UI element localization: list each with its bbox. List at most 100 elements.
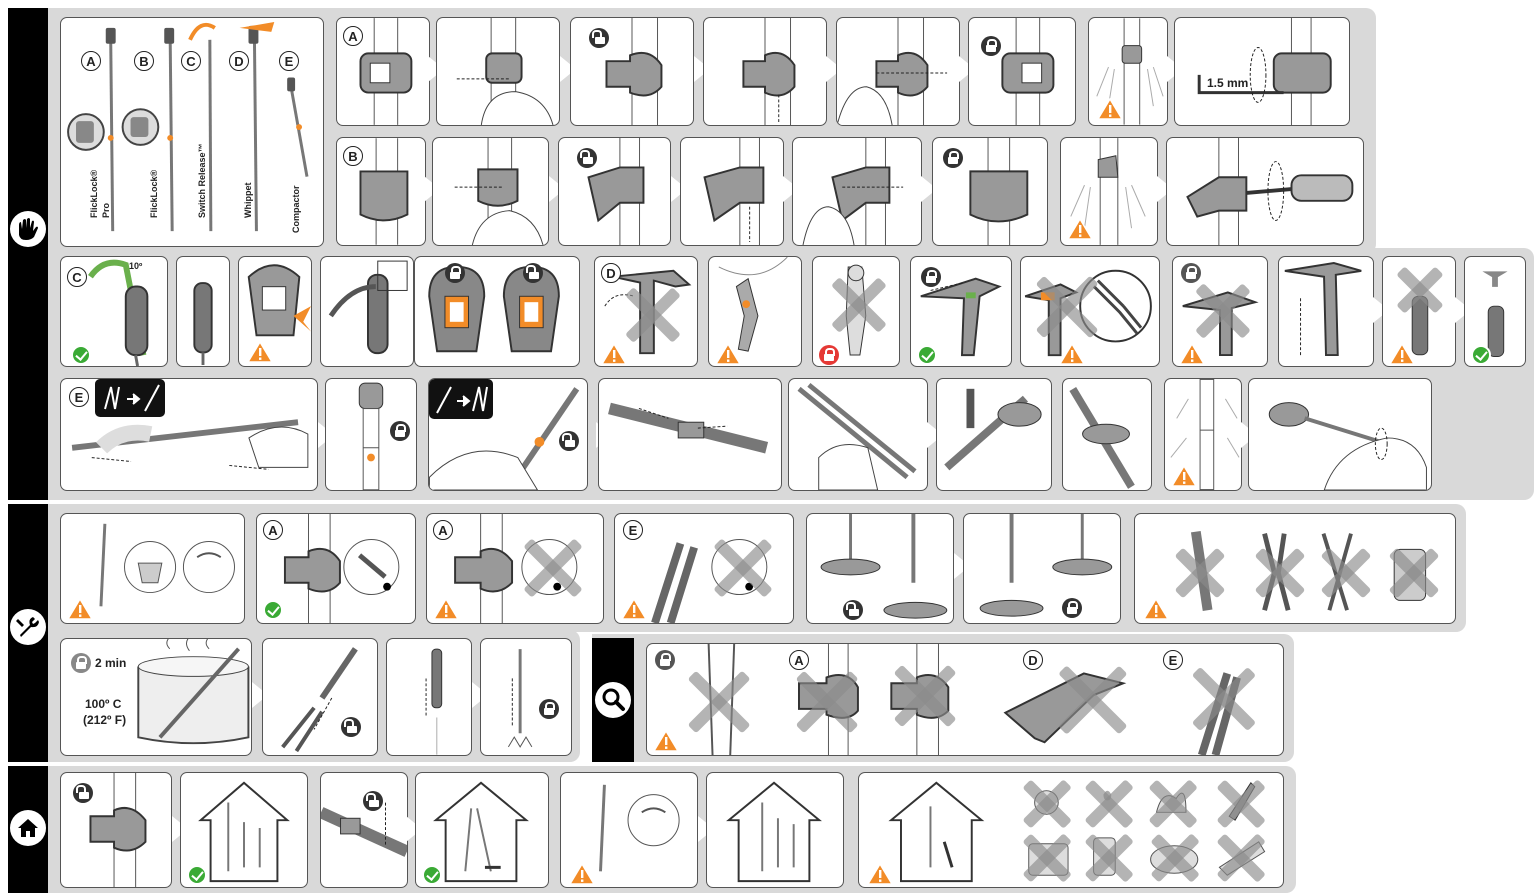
eye-inspect-icon	[1181, 263, 1201, 283]
storage-dry	[560, 772, 698, 888]
section-bar-storage	[8, 766, 48, 893]
step-d-3	[812, 256, 900, 367]
warning-icon	[67, 598, 93, 620]
wrench-icon	[10, 609, 46, 645]
step-c-2	[176, 256, 230, 367]
warning-icon	[715, 343, 741, 365]
skull-danger-icon	[819, 345, 839, 365]
model-name-e: Compactor	[291, 185, 301, 233]
prohibited-icon	[1035, 275, 1099, 339]
lock-icon	[445, 263, 465, 283]
warning-icon	[247, 341, 273, 363]
step-label-a: A	[263, 520, 283, 540]
storage-house-2	[415, 772, 549, 888]
prohibited-icon	[1023, 835, 1071, 881]
step-e-6	[936, 378, 1052, 491]
step-b-screwdriver	[1166, 137, 1364, 246]
check-icon	[263, 600, 283, 620]
prohibited-icon	[1175, 548, 1225, 598]
maint-no-tools	[1134, 513, 1456, 624]
step-a-1: A	[336, 17, 430, 126]
step-label-c: C	[67, 267, 87, 287]
step-label-a: A	[433, 520, 453, 540]
step-b-2	[432, 137, 549, 246]
hex-key-size: 1.5 mm	[1207, 76, 1248, 90]
warning-icon	[867, 863, 893, 885]
step-a-4	[703, 17, 827, 126]
eye-inspect-icon	[655, 650, 675, 670]
warning-icon	[1389, 343, 1415, 365]
step-c-5	[414, 256, 580, 367]
step-d-2	[708, 256, 802, 367]
step-d-4	[910, 256, 1012, 367]
step-label-e: E	[623, 520, 643, 540]
warning-icon	[653, 730, 679, 752]
maint-tip-remove	[386, 638, 472, 756]
step-e-2	[325, 378, 417, 491]
prohibited-icon	[893, 664, 957, 728]
step-b-3	[558, 137, 671, 246]
unlock-icon	[523, 263, 543, 283]
clock-icon	[71, 653, 91, 673]
check-icon	[187, 865, 207, 885]
storage-house-3	[706, 772, 844, 888]
warning-icon	[569, 863, 595, 885]
maint-basket-remove	[806, 513, 954, 624]
prohibited-icon	[1321, 548, 1371, 598]
prohibited-icon	[1085, 835, 1133, 881]
warning-icon	[1179, 343, 1205, 365]
prohibited-icon	[1149, 781, 1197, 827]
check-icon	[917, 345, 937, 365]
lock-icon	[390, 421, 410, 441]
prohibited-icon	[1397, 267, 1443, 313]
step-d-5	[1020, 256, 1160, 367]
prohibited-icon	[713, 538, 773, 598]
warning-icon	[1171, 465, 1197, 487]
model-label-b: B	[134, 51, 154, 71]
step-a-hexkey: 1.5 mm	[1174, 17, 1350, 126]
storage-unlock	[60, 772, 172, 888]
lock-icon	[981, 36, 1001, 56]
strap-angle: 10º	[129, 261, 142, 271]
step-label-a: A	[343, 26, 363, 46]
step-a-3	[570, 17, 694, 126]
prohibited-icon	[1057, 664, 1129, 736]
storage-fold	[320, 772, 408, 888]
model-name-b: FlickLock®	[149, 170, 159, 218]
step-d-8	[1382, 256, 1456, 367]
check-icon	[71, 345, 91, 365]
inspection-panel: A D E	[646, 643, 1284, 756]
step-a-5	[836, 17, 960, 126]
step-d-1: D	[594, 256, 698, 367]
step-a-6	[968, 17, 1076, 126]
step-d-7	[1278, 256, 1374, 367]
model-label-a: A	[81, 51, 101, 71]
maint-basket-install	[963, 513, 1121, 624]
unlock-icon	[73, 783, 93, 803]
lock-icon	[921, 267, 941, 287]
step-b-warning	[1060, 137, 1158, 246]
prohibited-icon	[1191, 666, 1257, 732]
unlock-icon	[363, 791, 383, 811]
prohibited-icon	[523, 538, 583, 598]
warning-icon	[433, 598, 459, 620]
prohibited-icon	[687, 670, 751, 734]
prohibited-icon	[1389, 548, 1439, 598]
prohibited-icon	[1217, 781, 1265, 827]
storage-avoid	[858, 772, 1284, 888]
step-b-4	[680, 137, 784, 246]
check-icon	[1471, 345, 1491, 365]
step-d-6	[1172, 256, 1268, 367]
unlock-icon	[843, 600, 863, 620]
lock-icon	[943, 148, 963, 168]
maint-tip-install	[480, 638, 572, 756]
magnifier-icon	[595, 682, 631, 718]
boil-temp-c: 100º C	[85, 697, 121, 711]
unlock-icon	[577, 148, 597, 168]
model-label-d: D	[229, 51, 249, 71]
step-label-e: E	[69, 387, 89, 407]
step-c-4	[320, 256, 414, 367]
step-a-2	[436, 17, 560, 126]
step-label-b: B	[343, 146, 363, 166]
maint-boil: 2 min 100º C (212º F)	[60, 638, 252, 756]
